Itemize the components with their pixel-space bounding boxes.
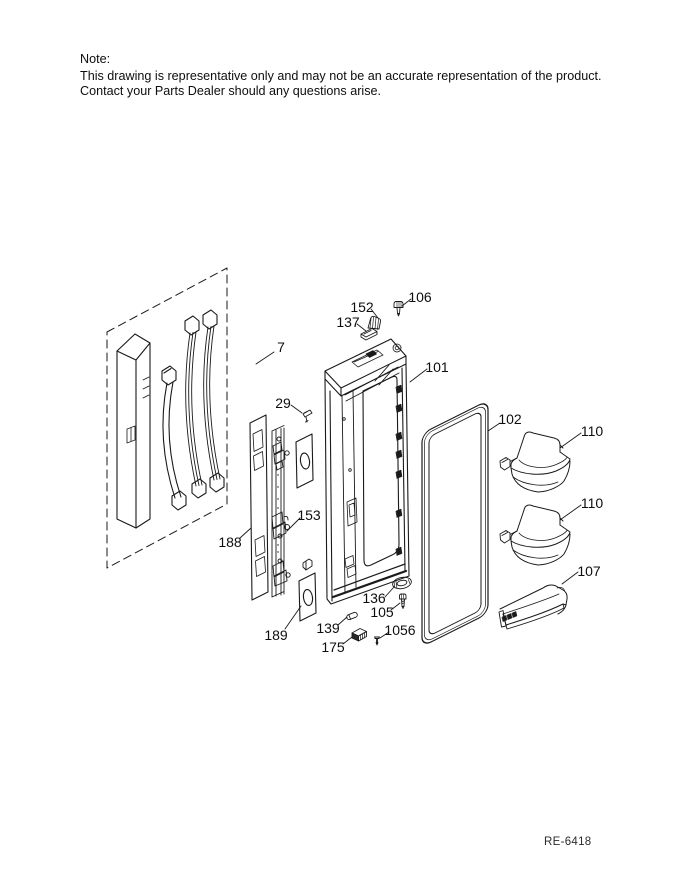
part-153-hinge-rail [271, 425, 291, 598]
door-outer-edges [324, 363, 410, 605]
endcap-latch [126, 425, 136, 444]
rail-channel [271, 425, 285, 598]
leader-29 [290, 404, 303, 414]
part-label-102: 102 [498, 411, 522, 427]
group-7-handle-kit [106, 267, 228, 569]
small-clip [302, 558, 313, 571]
leader-110b [559, 504, 582, 521]
part-label-152: 152 [350, 299, 374, 315]
leader-188 [239, 527, 252, 539]
door-handle-3 [202, 309, 225, 493]
part-labels: 7 152 106 137 101 29 102 110 110 107 188… [218, 289, 603, 655]
leader-101 [409, 368, 428, 383]
plate-upper [295, 433, 314, 489]
part-label-139: 139 [316, 620, 340, 636]
part-110-bin-upper [499, 431, 571, 493]
leader-175 [342, 636, 353, 645]
part-label-137: 137 [336, 314, 360, 330]
hinge-cluster-top [272, 441, 286, 471]
note-line-1: This drawing is representative only and … [80, 68, 602, 83]
part-110-bin-lower [499, 504, 571, 566]
part-152-clip [367, 315, 382, 330]
leader-102 [487, 422, 501, 432]
door-handle-2 [184, 315, 207, 499]
plate-lower [298, 572, 317, 622]
part-label-107: 107 [577, 563, 601, 579]
part-label-175: 175 [321, 639, 345, 655]
door-top-face [324, 338, 407, 397]
part-29-screw [302, 409, 313, 423]
part-107-bin [498, 584, 568, 630]
leader-139 [337, 616, 348, 626]
part-label-153: 153 [297, 507, 321, 523]
drawing-number: RE-6418 [544, 836, 592, 848]
part-label-101: 101 [425, 359, 449, 375]
part-101-door [324, 338, 410, 605]
part-102-gasket [421, 403, 489, 644]
part-label-106: 106 [408, 289, 432, 305]
note-block: Note: This drawing is representative onl… [80, 52, 602, 100]
part-1056-screw [374, 636, 380, 646]
leader-136 [384, 586, 395, 598]
note-title: Note: [80, 52, 111, 66]
door-bottom-band-2 [333, 563, 406, 591]
handle-endcap-box [116, 333, 151, 529]
leader-137 [356, 323, 367, 332]
part-175-block [351, 628, 367, 642]
leader-153 [286, 517, 301, 532]
leader-189 [284, 605, 302, 630]
door-top-details [351, 343, 402, 368]
part-189-plates [295, 433, 317, 622]
part-136-cam [392, 576, 412, 590]
part-label-188: 188 [218, 534, 242, 550]
part-label-189: 189 [264, 627, 288, 643]
dashed-boundary-box [106, 267, 228, 569]
door-hinge-hole [392, 343, 402, 353]
leader-106 [401, 298, 412, 307]
bin-grille-marks [501, 611, 518, 622]
part-139-rivet [346, 611, 358, 621]
door-liner-recess [362, 375, 400, 567]
rail-screw-top [276, 436, 282, 442]
part-105-screw [399, 593, 407, 609]
part-label-29: 29 [275, 395, 291, 411]
leader-7 [255, 351, 275, 365]
leader-152 [370, 308, 379, 319]
part-106-screw [393, 301, 404, 317]
leader-1056 [379, 631, 390, 639]
door-handle-1 [161, 365, 187, 511]
leader-110a [559, 432, 582, 449]
hinge-cluster-mid [271, 511, 289, 540]
part-label-136: 136 [362, 590, 386, 606]
part-label-7: 7 [277, 339, 285, 355]
leader-107 [561, 571, 579, 585]
door-latch-details [342, 417, 358, 578]
part-label-1056: 1056 [384, 622, 415, 638]
leader-105 [390, 602, 401, 611]
leader-lines [239, 298, 582, 645]
part-label-110a: 110 [581, 423, 604, 439]
part-137-clip [360, 328, 378, 341]
part-label-110b: 110 [581, 495, 604, 511]
door-bottom-band [331, 569, 408, 599]
trim-strip-cutouts [252, 429, 266, 577]
endcap-vents [142, 376, 150, 399]
note-line-2: Contact your Parts Dealer should any que… [80, 84, 382, 98]
door-frame-lines [341, 364, 400, 593]
hinge-cluster-bottom [272, 560, 288, 587]
clip-knurling [369, 316, 379, 330]
door-bin-slots [395, 384, 403, 556]
part-188-trim-strip [249, 414, 269, 601]
part-label-105: 105 [370, 604, 394, 620]
